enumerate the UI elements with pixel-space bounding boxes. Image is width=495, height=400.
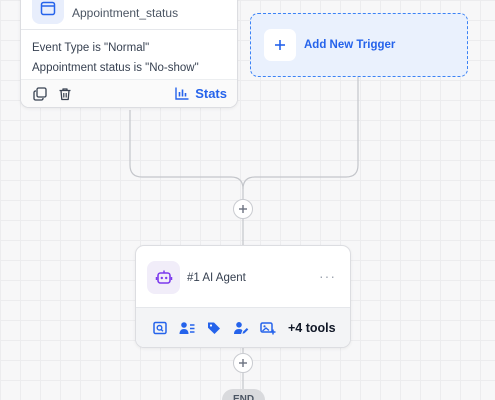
search-doc-icon[interactable]: [151, 319, 169, 337]
tag-icon[interactable]: [205, 319, 223, 337]
plus-icon: [264, 29, 296, 61]
ai-agent-header: #1 AI Agent ···: [136, 246, 350, 309]
trigger-footer: Stats: [21, 79, 237, 107]
stats-label: Stats: [195, 86, 227, 101]
robot-icon: [147, 261, 180, 294]
add-step-button[interactable]: [233, 199, 253, 219]
end-node: END: [222, 389, 265, 400]
copy-icon[interactable]: [31, 85, 49, 103]
plus-icon: [239, 205, 247, 213]
more-tools-label[interactable]: +4 tools: [288, 320, 336, 335]
stats-button[interactable]: Stats: [175, 86, 227, 101]
image-add-icon[interactable]: [259, 319, 277, 337]
trash-icon[interactable]: [56, 85, 74, 103]
trigger-condition: Appointment status is "No-show": [32, 62, 199, 74]
calendar-icon: [32, 0, 64, 24]
bar-chart-icon: [175, 87, 189, 100]
trigger-header: Appointment_status: [21, 0, 237, 30]
plus-icon: [239, 359, 247, 367]
trigger-title: Appointment_status: [72, 6, 179, 20]
ai-agent-title: #1 AI Agent: [187, 272, 246, 284]
user-edit-icon[interactable]: [232, 319, 250, 337]
trigger-condition: Event Type is "Normal": [32, 42, 150, 54]
trigger-card[interactable]: Appointment_status Event Type is "Normal…: [20, 0, 238, 108]
add-new-trigger-label: Add New Trigger: [304, 39, 396, 51]
contact-list-icon[interactable]: [178, 319, 196, 337]
ai-agent-tools: +4 tools: [136, 307, 350, 347]
ai-agent-card[interactable]: #1 AI Agent ···: [135, 245, 351, 348]
add-new-trigger-button[interactable]: Add New Trigger: [250, 13, 468, 77]
add-step-button[interactable]: [233, 353, 253, 373]
more-options-icon[interactable]: ···: [319, 268, 336, 284]
trigger-conditions: Event Type is "Normal" Appointment statu…: [21, 30, 237, 81]
